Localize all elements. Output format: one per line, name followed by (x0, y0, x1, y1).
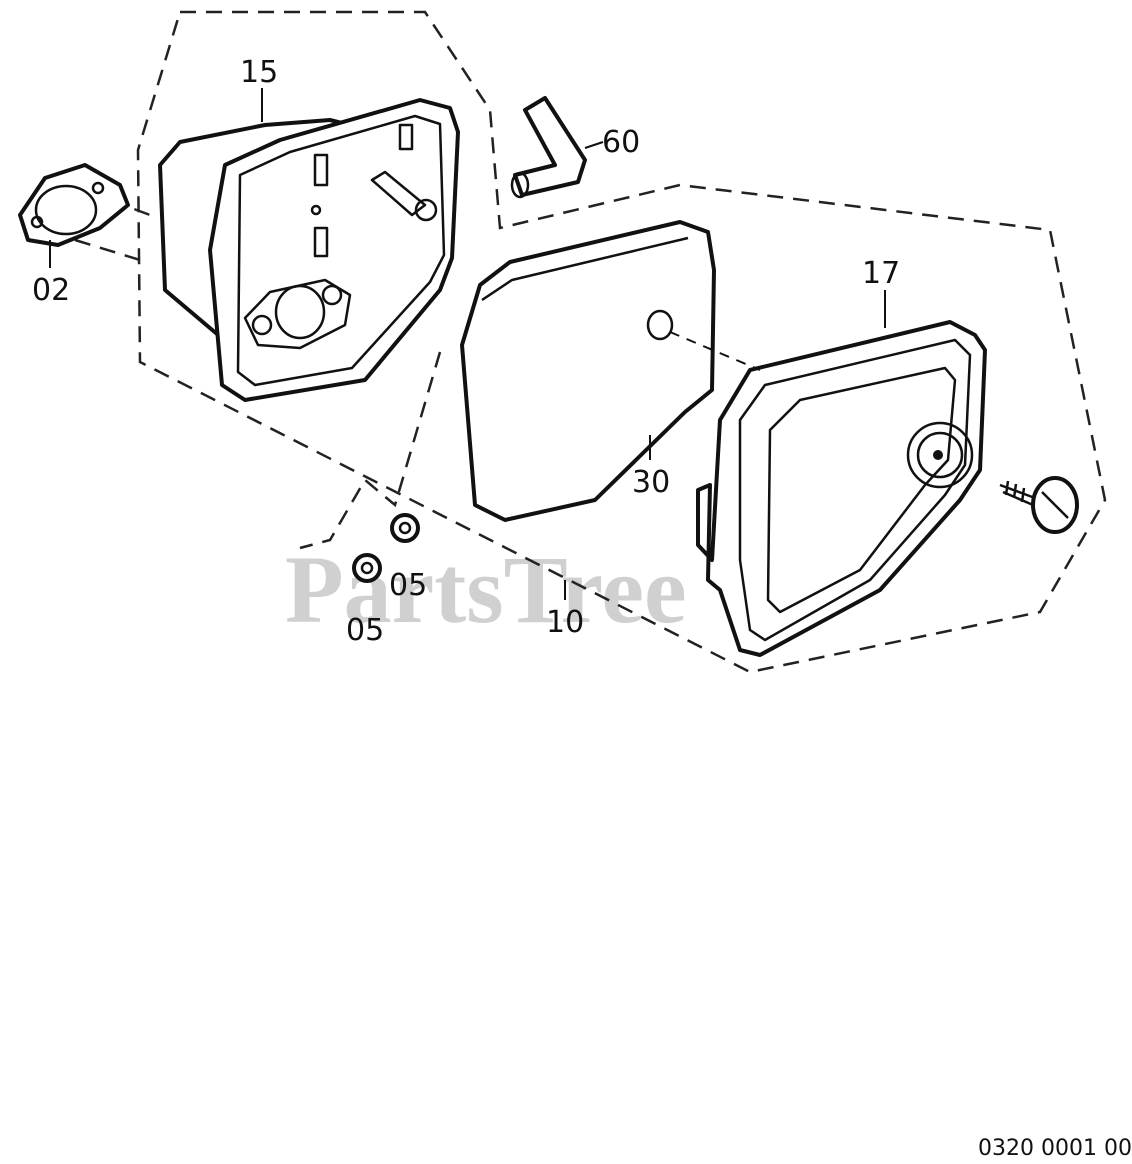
leader-assembly-axis (669, 331, 761, 371)
cover-rim (738, 338, 972, 642)
callout-60: 60 (602, 125, 640, 160)
callout-10: 10 (546, 605, 584, 640)
cover-outer (696, 320, 987, 657)
screw-thread (999, 480, 1036, 507)
housing-hole (310, 204, 322, 216)
gasket-part (18, 163, 130, 247)
housing-post-screw (414, 198, 438, 222)
nut-lower-body (352, 553, 382, 583)
cover-screw-part (999, 476, 1079, 534)
filter-element-part (460, 220, 716, 522)
filter-element-edge (481, 236, 689, 302)
housing-intake-port (274, 284, 326, 340)
housing-boss-bolt-left (251, 314, 273, 336)
housing-slot-2 (398, 123, 414, 151)
filter-housing-part (158, 98, 460, 402)
gasket-bolt-hole-right (91, 181, 105, 195)
callout-15: 15 (240, 55, 278, 90)
nut-upper-hole (398, 521, 412, 535)
callout-30: 30 (632, 465, 670, 500)
tube-body (513, 96, 587, 197)
housing-slot-3 (313, 226, 329, 258)
filter-cover-part (696, 320, 987, 657)
filter-element-body (460, 220, 716, 522)
housing-carb-boss (243, 278, 352, 350)
nut-upper-body (390, 513, 420, 543)
leader-60 (584, 141, 604, 149)
cover-knob-recess (906, 421, 974, 489)
cover-center-hole (933, 450, 943, 460)
nut-upper (390, 513, 420, 543)
callout-17: 17 (862, 256, 900, 291)
nut-lower (352, 553, 382, 583)
callout-05-lower: 05 (346, 613, 384, 648)
breather-tube-part (510, 96, 587, 199)
tube-end (510, 171, 530, 199)
housing-slot-1 (313, 153, 329, 187)
watermark: PartsTree TM (285, 536, 841, 643)
leader-lines (49, 88, 886, 600)
callout-02: 02 (32, 273, 70, 308)
housing-inner-frame (236, 114, 446, 387)
nut-parts (352, 513, 420, 583)
assembly-outline-housing (136, 10, 1107, 674)
housing-post (370, 170, 427, 217)
cover-knob-recess-inner (916, 431, 964, 479)
callout-05-upper: 05 (389, 568, 427, 603)
nut-lower-hole (360, 561, 374, 575)
callouts: 15 60 02 17 30 05 05 10 (32, 55, 900, 648)
gasket-bolt-hole-left (30, 215, 44, 229)
gasket-hole (34, 184, 98, 236)
cover-inner-panel (766, 366, 957, 614)
watermark-text: PartsTree (285, 536, 687, 643)
filter-element-hole (646, 309, 674, 341)
housing-boss-bolt-right (321, 284, 343, 306)
assembly-outline-nuts (299, 351, 442, 550)
screw-knob-slot (1041, 491, 1069, 519)
diagram-reference-code: 0320 0001 000 (978, 1136, 1132, 1161)
